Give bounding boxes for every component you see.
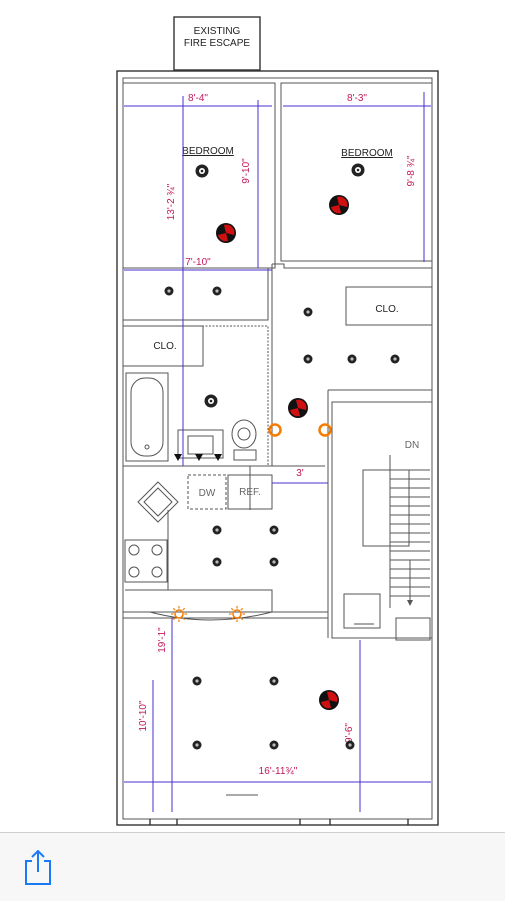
downlight-icon (212, 525, 222, 535)
bathtub (125, 372, 169, 462)
pendant-lights (268, 423, 332, 437)
speaker-icon (288, 398, 308, 418)
bedroom-left-label: BEDROOM (182, 146, 234, 157)
speakers (216, 195, 349, 710)
downlight-icon (269, 740, 279, 750)
dim-bed-left-depth2: 9'-10" (241, 158, 252, 184)
fire-escape-label-2: FIRE ESCAPE (184, 38, 250, 49)
downlight-icon (269, 525, 279, 535)
floor-plan: EXISTING FIRE ESCAPE BEDROOM BEDROOM (116, 16, 439, 826)
downlight-icon (269, 557, 279, 567)
pendant-light-icon (318, 423, 332, 437)
dim-bed-left-width: 8'-4" (188, 93, 208, 104)
ceiling-fixtures (195, 163, 365, 408)
dim-bed-right-depth: 9'-8 ¾" (406, 155, 417, 186)
dim-bed-left-depth: 13'-2 ¾" (166, 183, 177, 220)
pendant-light-icon (268, 423, 282, 437)
dishwasher: DW (187, 474, 227, 510)
bedroom-right: BEDROOM (280, 82, 433, 262)
share-icon (25, 849, 51, 885)
downlight-icon (212, 557, 222, 567)
wall-markers (174, 454, 222, 461)
speaker-icon (216, 223, 236, 243)
downlight-icon (164, 286, 174, 296)
wall-sconces (171, 606, 245, 622)
fire-escape-label-1: EXISTING (194, 26, 241, 37)
bottom-toolbar (0, 832, 505, 901)
downlight-icon (192, 676, 202, 686)
ceiling-fan-icon (204, 394, 218, 408)
downlight-icon (345, 740, 355, 750)
dishwasher-label: DW (199, 488, 216, 499)
fire-escape: EXISTING FIRE ESCAPE (173, 16, 261, 71)
share-button[interactable] (20, 847, 56, 887)
stove (124, 539, 168, 583)
wall-sconce-icon (229, 606, 245, 622)
ceiling-fan-icon (351, 163, 365, 177)
closet-right-label: CLO. (375, 304, 398, 315)
downlight-icon (269, 676, 279, 686)
stairs: DN (343, 440, 431, 641)
kitchen-counter (125, 510, 273, 621)
downlight-icon (390, 354, 400, 364)
refrigerator-label: REF. (239, 487, 261, 498)
toilet (231, 419, 257, 461)
stair-down-label: DN (405, 440, 419, 451)
downlight-icon (303, 307, 313, 317)
refrigerator: REF. (227, 474, 273, 510)
dimension-labels: 8'-4" 8'-3" 13'-2 ¾" 9'-10" 9'-8 ¾" 7'-1… (138, 93, 417, 777)
downlight-icon (192, 740, 202, 750)
closet-left-label: CLO. (153, 341, 176, 352)
downlight-icon (212, 286, 222, 296)
kitchen-sink (137, 481, 179, 523)
dim-bed-right-width: 8'-3" (347, 93, 367, 104)
bedroom-right-label: BEDROOM (341, 148, 393, 159)
dim-living-depth-total: 19'-1" (157, 627, 168, 653)
speaker-icon (329, 195, 349, 215)
vanity (177, 429, 224, 459)
dimension-lines (124, 92, 431, 812)
downlights (164, 286, 400, 750)
wall-sconce-icon (171, 606, 187, 622)
floor-plan-drawing: EXISTING FIRE ESCAPE BEDROOM BEDROOM (116, 16, 439, 826)
speaker-icon (319, 690, 339, 710)
dim-living-depth: 10'-10" (138, 700, 149, 731)
dim-bed-left-lower: 7'-10" (185, 257, 211, 268)
dim-hall-width: 3' (296, 468, 304, 479)
dim-living-width: 16'-11¾" (259, 766, 298, 777)
downlight-icon (347, 354, 357, 364)
ceiling-fan-icon (195, 164, 209, 178)
downlight-icon (303, 354, 313, 364)
dim-living-right-depth: 9'-6" (344, 723, 355, 743)
interior-walls (122, 263, 433, 639)
